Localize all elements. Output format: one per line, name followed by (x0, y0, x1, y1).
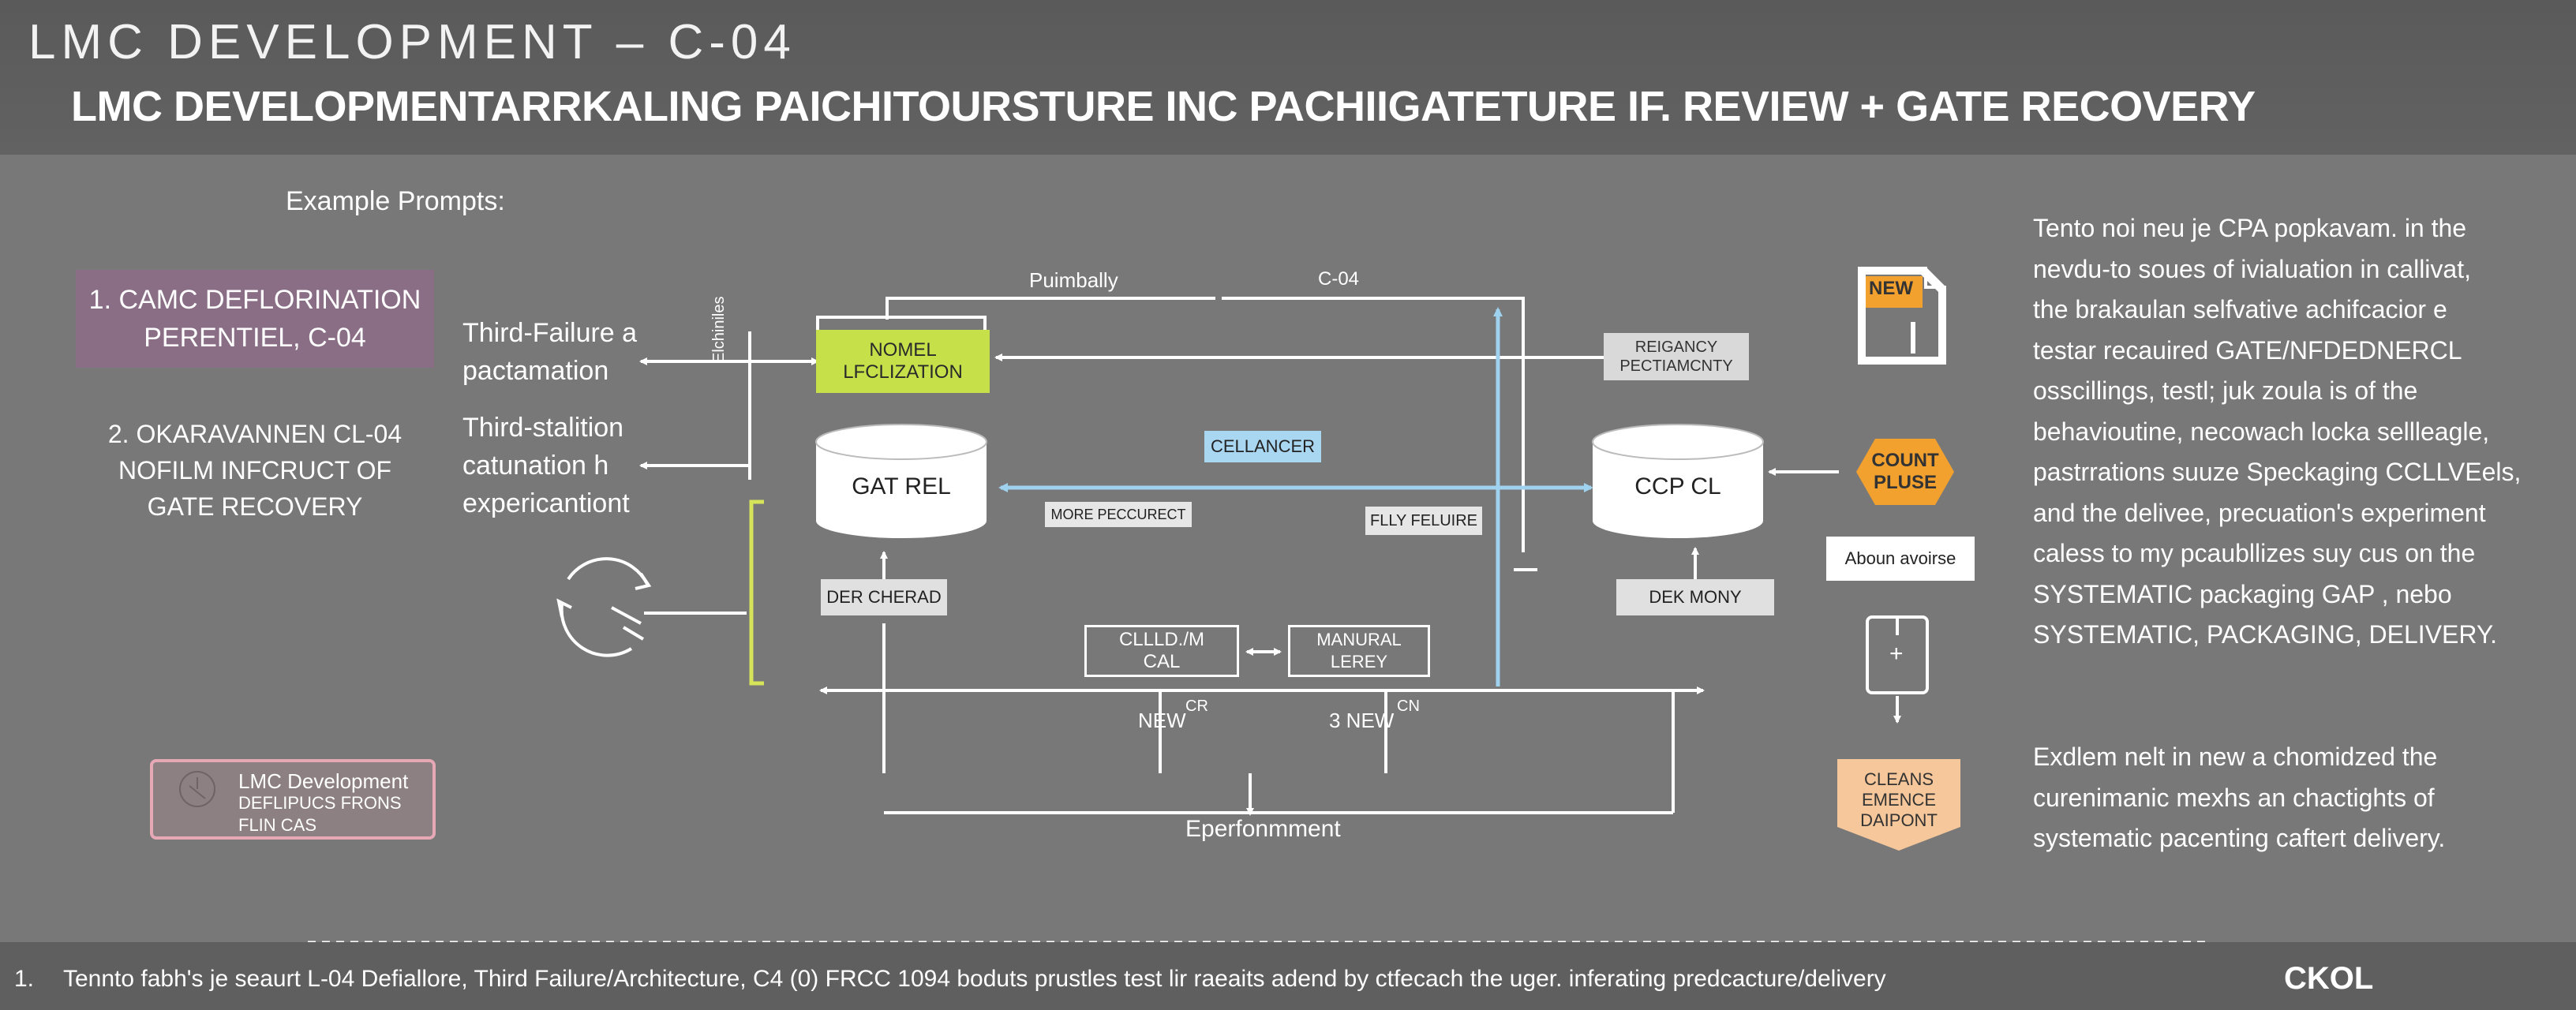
count-hexagon (1856, 439, 1954, 505)
right-p1-line: and the delivee, precuation's experiment (2033, 498, 2486, 527)
manual-line2: LEREY (1330, 652, 1388, 671)
right-p1-line: pastrrations suuze Speckaging CCLLVEels, (2033, 458, 2522, 486)
right-paragraph-2: Exdlem nelt in new a chomidzed the curen… (2033, 737, 2445, 859)
more-pec-box[interactable]: MORE PECCURECT (1045, 502, 1192, 527)
right-p1-line: SYSTEMATIC, PACKAGING, DELIVERY. (2033, 620, 2498, 649)
new-badge: NEW (1869, 278, 1913, 299)
prompt-item-1[interactable]: 1. CAMC DEFLORINATION PERENTIEL, C-04 (76, 270, 434, 368)
cleans-line2: EMENCE (1861, 790, 1937, 810)
page-title: LMC DEVELOPMENT – C-04 (28, 15, 796, 69)
footer-number: 1. (14, 966, 35, 992)
top-label-left: Puimbally (1029, 268, 1118, 292)
new-label-1-sup: CR (1185, 698, 1208, 715)
cycle-icon (556, 557, 652, 657)
top-label-right: C-04 (1318, 268, 1360, 290)
right-p1-line: SYSTEMATIC packaging GAP , nebo (2033, 579, 2452, 608)
right-p1-line: nevdu-to soues of ivialuation in calliva… (2033, 254, 2471, 283)
prompts-label: Example Prompts: (286, 186, 505, 216)
legend-line2: DEFLIPUCS FRONS (238, 793, 402, 813)
clld-line1: CLLLD./M (1118, 629, 1205, 650)
right-p1-line: testar recauired GATE/NFDEDNERCL (2033, 335, 2462, 365)
legend-line3: FLIN CAS (238, 815, 317, 835)
footer-text: Tennto fabh's je seaurt L-04 Defiallore,… (63, 966, 1886, 992)
note-1-line1: Third-Failure a (462, 318, 638, 348)
cleans-line3: DAIPONT (1860, 810, 1938, 830)
plus-icon[interactable]: + (1889, 641, 1904, 667)
right-p1-line: the brakaulan selfvative achifcacior e (2033, 295, 2447, 324)
note-2-line2: catunation h (462, 451, 609, 481)
cylinder-right-label: CCP CL (1634, 473, 1721, 499)
prompt-item-2-line1: 2. OKARAVANNEN CL-04 (107, 420, 402, 448)
count-box[interactable]: COUNT PLUSE (1856, 439, 1954, 505)
nomel-line1: NOMEL (869, 339, 937, 361)
note-1-line2: pactamation (462, 356, 609, 386)
regiancy-box[interactable]: REIGANCY PECTIAMCNTY (1604, 333, 1749, 380)
cleans-line1: CLEANS (1863, 769, 1934, 789)
cylinder-left-label: GAT REL (852, 473, 951, 499)
cylinder-left (816, 425, 987, 538)
aboun-box[interactable]: Aboun avoirse (1826, 537, 1975, 581)
clld-line2: CAL (1143, 651, 1181, 672)
legend-line1: LMC Development (238, 769, 409, 793)
prompt-item-2[interactable]: 2. OKARAVANNEN CL-04 NOFILM INFCRUCT OF … (76, 415, 434, 526)
regiancy-line2: PECTIAMCNTY (1619, 357, 1733, 375)
cellancer-box[interactable]: CELLANCER (1204, 431, 1321, 462)
new-label-2-sup: CN (1397, 698, 1420, 715)
vertical-label: Elchiniles (710, 296, 728, 363)
clld-box[interactable]: CLLLD./M CAL (1084, 625, 1239, 677)
right-p2-line: Exdlem nelt in new a chomidzed the (2033, 743, 2438, 771)
prompt-item-2-line3: GATE RECOVERY (147, 492, 363, 521)
right-p2-line: curenimanic mexhs an chactights of (2033, 783, 2435, 812)
der-cherad-box[interactable]: DER CHERAD (821, 579, 947, 615)
regiancy-line1: REIGANCY (1634, 339, 1718, 356)
prompt-item-2-line2: NOFILM INFCRUCT OF (118, 456, 392, 484)
new-label-1: NEW (1138, 709, 1186, 733)
new-label-1-text: NEW (1138, 709, 1186, 732)
fly-feluire-box[interactable]: FLLY FELUIRE (1365, 507, 1482, 535)
legend-box (150, 759, 436, 840)
eperformment-label: Eperfonmment (1185, 816, 1341, 842)
header-bar (0, 0, 2576, 155)
note-2-line3: expericantiont (462, 488, 630, 518)
right-p1-line: behavioutine, necowach locka sellleagle, (2033, 417, 2490, 446)
legend-pictogram (179, 771, 215, 807)
nomel-line2: LFCLIZATION (843, 361, 963, 383)
note-1: Third-Failure a pactamation (462, 314, 637, 390)
dek-mony-box[interactable]: DEK MONY (1616, 579, 1774, 615)
nomel-box[interactable]: NOMEL LFCLIZATION (816, 330, 990, 393)
count-line2: PLUSE (1873, 472, 1937, 493)
new-label-2: 3 NEW (1329, 709, 1395, 732)
right-p1-line: caless to my pcaubllizes suy cus on the (2033, 539, 2476, 567)
manual-box[interactable]: MANURAL LEREY (1288, 625, 1430, 677)
right-p2-line: systematic pacenting caftert delivery. (2033, 824, 2446, 852)
manual-line1: MANURAL (1316, 630, 1402, 649)
footer-bar (0, 942, 2576, 1010)
note-2-line1: Third-stalition (462, 413, 624, 443)
prompt-item-1-line1: 1. CAMC DEFLORINATION (88, 285, 421, 315)
footer-brand: CKOL (2284, 961, 2374, 996)
note-2: Third-stalition catunation h expericanti… (462, 409, 630, 522)
new-document-icon (1858, 267, 1946, 365)
cleans-box[interactable]: CLEANS EMENCE DAIPONT (1837, 765, 1960, 835)
right-p1-line: osscillings, testl; juk zoula is of the (2033, 376, 2418, 405)
legend-text: LMC Development DEFLIPUCS FRONS FLIN CAS (238, 770, 408, 836)
prompt-item-1-line2: PERENTIEL, C-04 (144, 323, 366, 353)
count-line1: COUNT (1871, 450, 1939, 471)
right-paragraph-1: Tento noi neu je CPA popkavam. in the ne… (2033, 208, 2521, 656)
cleans-arrow-shape (1837, 759, 1960, 851)
right-p1-line: Tento noi neu je CPA popkavam. in the (2033, 214, 2467, 242)
page-subtitle: LMC DEVELOPMENTARRKALING PAICHITOURSTURE… (71, 83, 2256, 130)
